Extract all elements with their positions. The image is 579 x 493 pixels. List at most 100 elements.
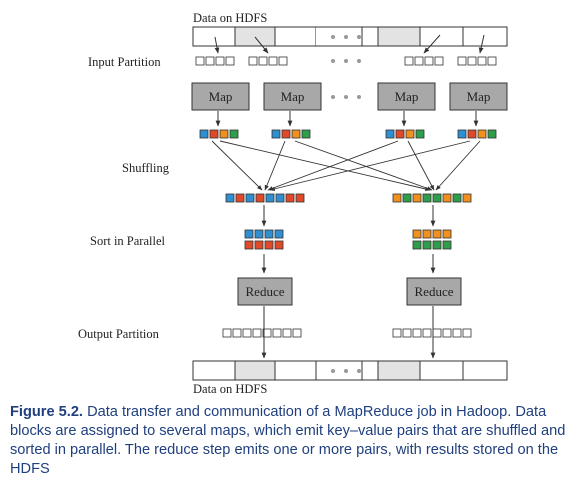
- input-block: [457, 56, 467, 66]
- stage-label-sort-in-parallel: Sort in Parallel: [90, 234, 166, 248]
- input-block: [215, 56, 225, 66]
- map-output-pair: [199, 129, 209, 139]
- map-output-pair: [415, 129, 425, 139]
- output-block: [392, 328, 402, 338]
- input-block: [258, 56, 268, 66]
- output-block: [272, 328, 282, 338]
- shuffled-pair: [432, 193, 442, 203]
- output-block: [452, 328, 462, 338]
- map-output-pair: [209, 129, 219, 139]
- figure-caption: Figure 5.2. Data transfer and communicat…: [10, 403, 572, 479]
- reduce-to-hdfs-arrows: [261, 306, 436, 359]
- output-block: [402, 328, 412, 338]
- shuffled-pairs: [225, 193, 472, 203]
- shuffled-pair: [462, 193, 472, 203]
- stage-label-output-partition: Output Partition: [78, 327, 160, 341]
- map-output-pairs: [199, 129, 497, 139]
- map-ellipsis: [331, 95, 361, 99]
- sorted-pair: [412, 240, 422, 250]
- shuffled-pair: [225, 193, 235, 203]
- sorted-pair: [412, 229, 422, 239]
- sorted-pair: [244, 229, 254, 239]
- input-block: [225, 56, 235, 66]
- sorted-pair: [442, 229, 452, 239]
- caption-figure-label: Figure 5.2.: [10, 404, 83, 420]
- sorted-pair: [442, 240, 452, 250]
- shuffle-to-sort-arrows: [261, 205, 436, 227]
- hdfs-top-label: Data on HDFS: [193, 11, 267, 25]
- sorted-pair: [254, 240, 264, 250]
- input-ellipsis: [331, 59, 361, 63]
- input-block: [268, 56, 278, 66]
- input-block: [248, 56, 258, 66]
- sorted-pair: [264, 229, 274, 239]
- sorted-pair: [244, 240, 254, 250]
- output-block: [242, 328, 252, 338]
- map-output-pair: [405, 129, 415, 139]
- shuffled-pair: [295, 193, 305, 203]
- map-label: Map: [395, 89, 419, 104]
- hdfs-bottom-bar: [192, 360, 508, 381]
- sorted-pair: [422, 229, 432, 239]
- map-box-1: Map: [191, 82, 250, 111]
- map-label: Map: [209, 89, 233, 104]
- output-block: [432, 328, 442, 338]
- map-output-pair: [301, 129, 311, 139]
- input-block: [424, 56, 434, 66]
- shuffled-pair: [235, 193, 245, 203]
- map-output-pair: [477, 129, 487, 139]
- output-block: [422, 328, 432, 338]
- output-block: [282, 328, 292, 338]
- output-block: [252, 328, 262, 338]
- map-output-pair: [395, 129, 405, 139]
- stage-label-shuffling: Shuffling: [122, 161, 170, 175]
- output-block: [462, 328, 472, 338]
- reduce-box-1: Reduce: [237, 277, 293, 306]
- map-box-3: Map: [377, 82, 436, 111]
- sorted-pair: [432, 229, 442, 239]
- map-output-pair: [281, 129, 291, 139]
- input-block: [487, 56, 497, 66]
- shuffled-pair: [392, 193, 402, 203]
- map-output-pair: [467, 129, 477, 139]
- shuffled-pair: [245, 193, 255, 203]
- map-box-4: Map: [449, 82, 508, 111]
- sorted-pair: [274, 229, 284, 239]
- map-output-pair: [487, 129, 497, 139]
- sorted-pairs: [244, 229, 452, 250]
- sorted-pair: [264, 240, 274, 250]
- stage-label-input-partition: Input Partition: [88, 55, 161, 69]
- input-partition-blocks: [195, 56, 497, 66]
- reduce-box-2: Reduce: [406, 277, 462, 306]
- shuffled-pair: [265, 193, 275, 203]
- output-block: [232, 328, 242, 338]
- output-block: [292, 328, 302, 338]
- map-box-2: Map: [263, 82, 322, 111]
- sorted-pair: [422, 240, 432, 250]
- input-block: [467, 56, 477, 66]
- map-output-pair: [291, 129, 301, 139]
- output-block: [222, 328, 232, 338]
- shuffled-pair: [255, 193, 265, 203]
- shuffled-pair: [412, 193, 422, 203]
- caption-text: Data transfer and communication of a Map…: [10, 404, 566, 477]
- shuffled-pair: [285, 193, 295, 203]
- input-block: [205, 56, 215, 66]
- sort-to-reduce-arrows: [261, 254, 436, 274]
- sorted-pair: [432, 240, 442, 250]
- sorted-pair: [274, 240, 284, 250]
- shuffle-arrows: [211, 140, 481, 191]
- input-block: [278, 56, 288, 66]
- output-block: [262, 328, 272, 338]
- hdfs-top-bar: [192, 26, 508, 47]
- reduce-label: Reduce: [246, 284, 285, 299]
- input-block: [414, 56, 424, 66]
- input-block: [434, 56, 444, 66]
- shuffled-pair: [402, 193, 412, 203]
- input-block: [195, 56, 205, 66]
- map-label: Map: [281, 89, 305, 104]
- hdfs-to-input-arrows: [214, 34, 485, 54]
- hdfs-bottom-label: Data on HDFS: [193, 382, 267, 396]
- output-block: [442, 328, 452, 338]
- mapreduce-diagram: Data on HDFS Input Partition Map Map: [78, 11, 508, 396]
